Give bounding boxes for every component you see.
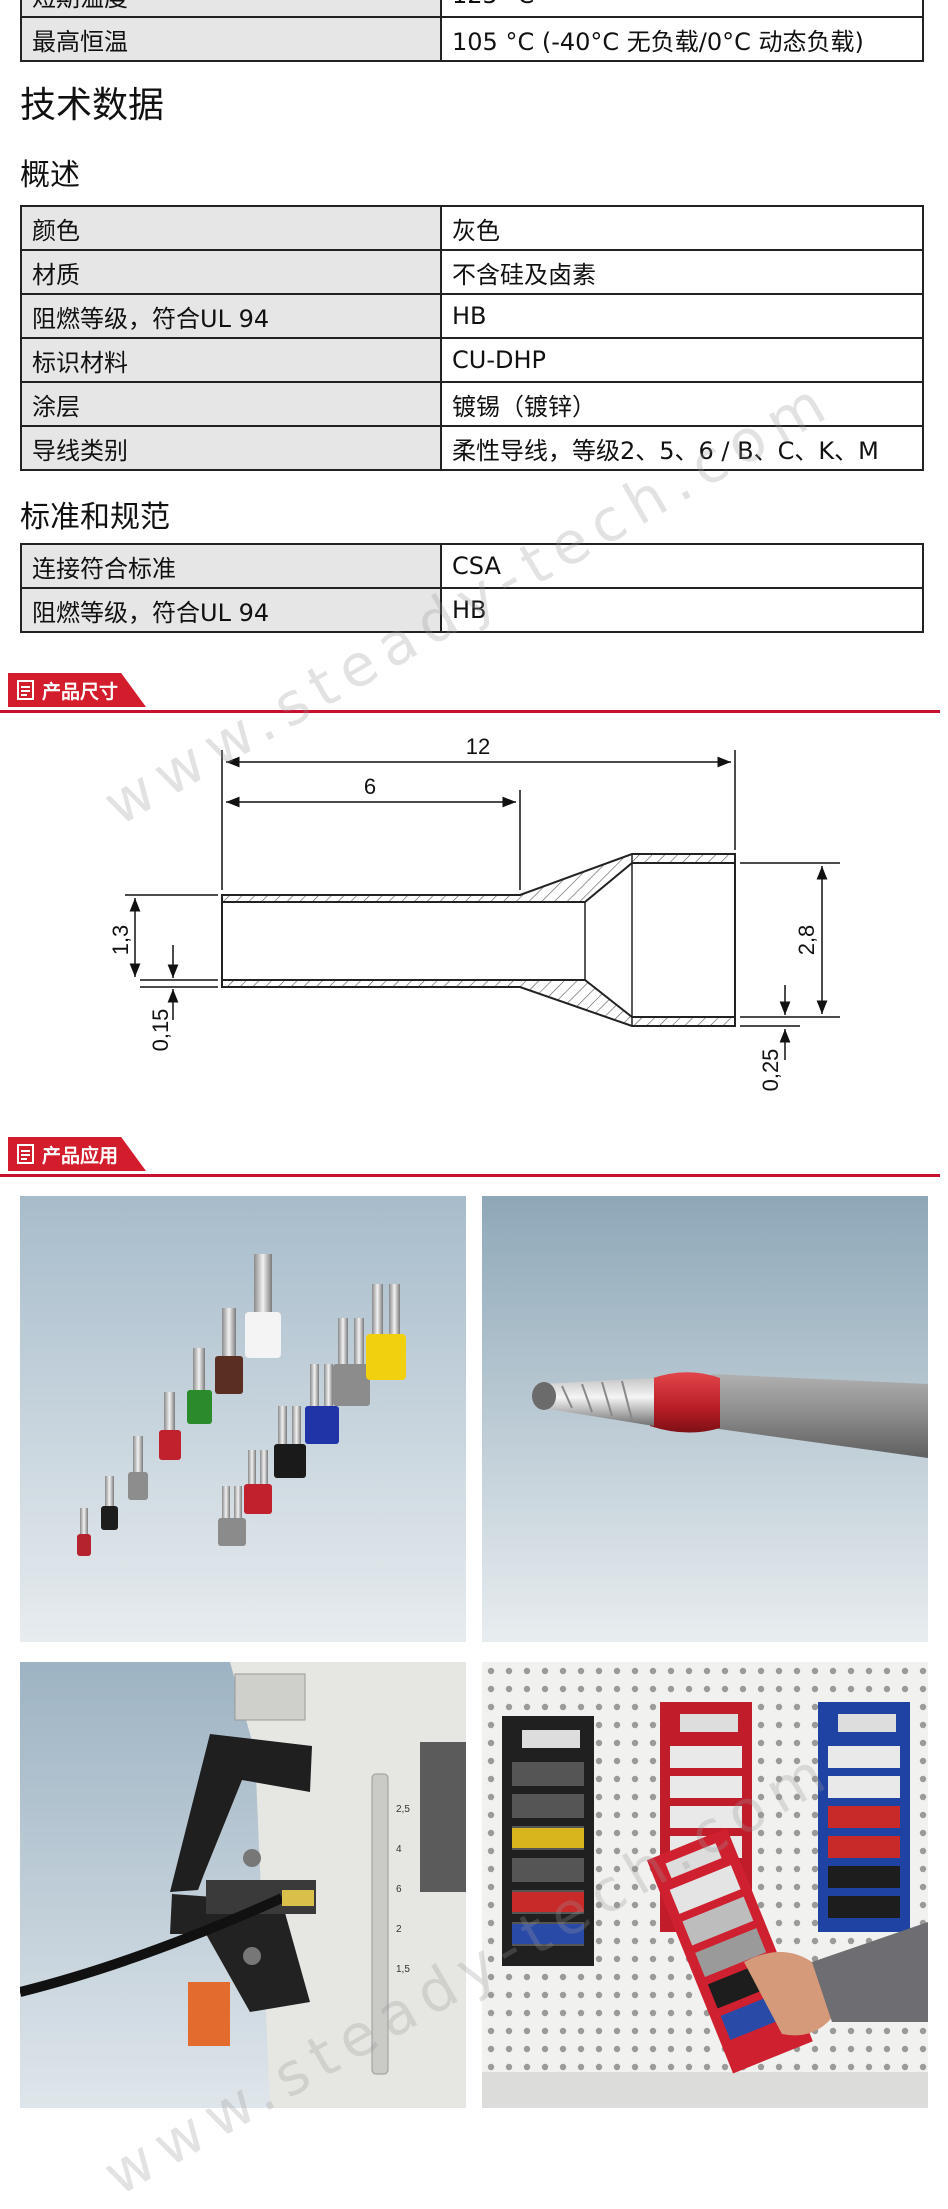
table-row: 最高恒温 105 °C (-40°C 无负载/0°C 动态负载) <box>20 16 924 62</box>
photo-crimped-wire <box>482 1196 928 1642</box>
banner-label: 产品尺寸 <box>42 680 119 703</box>
ferrule-dimension-drawing: 12 6 1,3 0,15 2,8 0,25 <box>108 734 840 1092</box>
spec-key: 材质 <box>20 249 442 295</box>
spec-value: 柔性导线，等级2、5、6 / B、C、K、M <box>440 425 924 471</box>
photo-ferrule-boxes <box>482 1662 928 2108</box>
spec-value: 125 °C <box>440 0 924 18</box>
table-row: 颜色灰色 <box>20 205 924 251</box>
box-stack-blue <box>818 1702 910 1932</box>
spec-key: 涂层 <box>20 381 442 427</box>
overview-heading: 概述 <box>20 158 80 193</box>
banner-tab: 产品应用 <box>8 1137 146 1171</box>
box-stack-black <box>502 1716 594 1966</box>
banner-label: 产品应用 <box>42 1144 119 1167</box>
dimensions-banner: 产品尺寸 <box>0 673 948 715</box>
spec-key: 颜色 <box>20 205 442 251</box>
table-row: 涂层镀锡（镀锌） <box>20 381 924 427</box>
spec-key: 标识材料 <box>20 337 442 383</box>
spec-value: CSA <box>440 543 924 589</box>
dim-sleeve-length: 6 <box>364 774 376 799</box>
table-row: 导线类别柔性导线，等级2、5、6 / B、C、K、M <box>20 425 924 471</box>
tool-label: 2,5 <box>396 1804 410 1815</box>
spec-key: 短期温度 <box>20 0 442 18</box>
tool-label: 2 <box>396 1924 402 1935</box>
dimension-lines <box>125 750 840 1060</box>
banner-line <box>0 1174 940 1177</box>
photo-colored-ferrules <box>20 1196 466 1642</box>
spec-value: 105 °C (-40°C 无负载/0°C 动态负载) <box>440 16 924 62</box>
dim-inner-diameter: 1,3 <box>108 925 133 956</box>
standards-heading: 标准和规范 <box>20 500 170 535</box>
dim-collar-thickness: 0,25 <box>758 1049 783 1092</box>
spec-value: HB <box>440 293 924 339</box>
banner-line <box>0 710 940 713</box>
table-row: 短期温度 125 °C <box>20 0 924 18</box>
dim-collar-diameter: 2,8 <box>794 925 819 956</box>
spec-value: CU-DHP <box>440 337 924 383</box>
table-row: 材质不含硅及卤素 <box>20 249 924 295</box>
spec-key: 阻燃等级，符合UL 94 <box>20 293 442 339</box>
ferrule-group <box>77 1254 406 1556</box>
tool-label: 1,5 <box>396 1964 410 1975</box>
document-icon <box>17 680 34 700</box>
banner-tab: 产品尺寸 <box>8 673 146 707</box>
spec-value: HB <box>440 587 924 633</box>
tool-label: 6 <box>396 1884 402 1895</box>
spec-key: 阻燃等级，符合UL 94 <box>20 587 442 633</box>
application-banner: 产品应用 <box>0 1137 948 1179</box>
spec-key: 导线类别 <box>20 425 442 471</box>
document-icon <box>17 1144 34 1164</box>
tech-data-heading: 技术数据 <box>20 85 165 126</box>
spec-value: 镀锡（镀锌） <box>440 381 924 427</box>
top-spec-table: 短期温度 125 °C 最高恒温 105 °C (-40°C 无负载/0°C 动… <box>20 0 924 62</box>
spec-key: 连接符合标准 <box>20 543 442 589</box>
spec-key: 最高恒温 <box>20 16 442 62</box>
photo-crimping-tool: 2,5 4 6 2 1,5 <box>20 1662 466 2108</box>
ferrule-profile <box>221 853 736 1027</box>
dim-total-length: 12 <box>466 734 490 759</box>
spec-value: 不含硅及卤素 <box>440 249 924 295</box>
dim-wall-thickness: 0,15 <box>148 1009 173 1052</box>
tool-label: 4 <box>396 1844 402 1855</box>
spec-value: 灰色 <box>440 205 924 251</box>
